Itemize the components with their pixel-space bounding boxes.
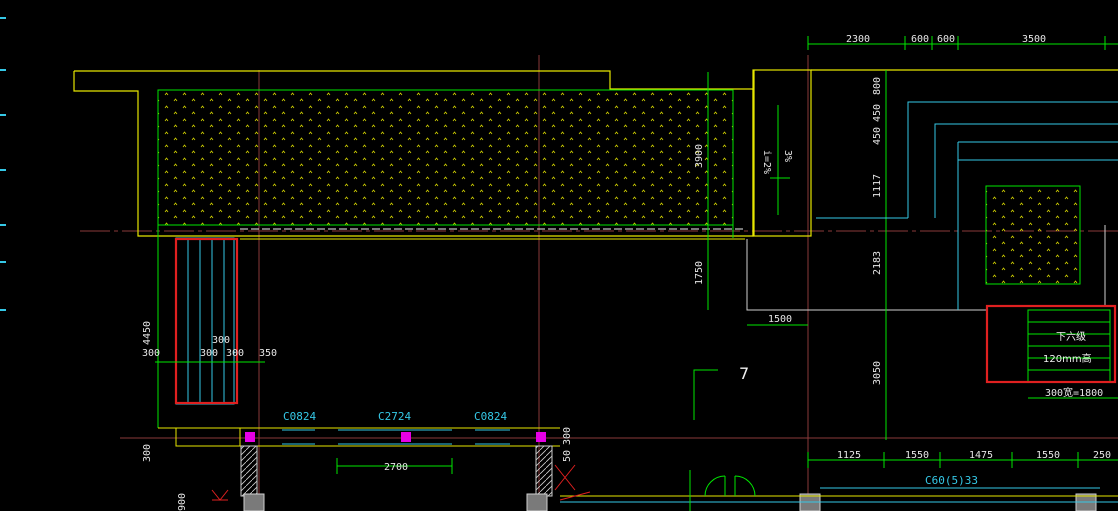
room-number: 7	[739, 364, 749, 383]
window-wall: C0824 C2724 C0824 2700 300 50	[240, 410, 573, 474]
planting-area	[157, 89, 745, 240]
dim-2700: 2700	[384, 462, 408, 473]
stair-tread-label: 300宽=1800	[1045, 386, 1103, 399]
dim-600-b: 600	[937, 34, 955, 45]
window-label-lower-right: C60(5)33	[925, 474, 978, 487]
right-stair: 下六级 120mm高 300宽=1800	[985, 304, 1118, 399]
highlight-box-right	[985, 304, 1117, 384]
window-label-right: C0824	[474, 410, 507, 423]
middle-dims: 3900 1750 1500	[694, 72, 988, 326]
window-label-center: C2724	[378, 410, 411, 423]
dim-1125: 1125	[837, 450, 861, 461]
top-dimension-string: 2300 600 600 3500	[807, 34, 1118, 50]
dim-2183: 2183	[872, 251, 883, 275]
left-stair: 4450 300 300 300 300 350 300 900	[142, 237, 277, 511]
dim-900: 900	[177, 493, 188, 511]
dim-300-top: 300	[212, 335, 230, 346]
slope-label: i=2%	[761, 150, 772, 174]
dim-2300: 2300	[846, 34, 870, 45]
dim-1550-a: 1550	[905, 450, 929, 461]
dim-3900: 3900	[694, 144, 705, 168]
dim-50: 50	[562, 450, 573, 462]
stair-riser-label: 120mm高	[1043, 352, 1092, 365]
dim-450-b: 450	[872, 127, 883, 145]
dim-450-a: 450	[872, 104, 883, 122]
dim-300-c: 300	[226, 348, 244, 359]
door-swing	[689, 369, 756, 511]
dim-300-w: 300	[562, 427, 573, 445]
dim-1550-b: 1550	[1036, 450, 1060, 461]
terrace-outline	[73, 69, 1118, 237]
dim-300-low: 300	[142, 444, 153, 462]
dim-1475: 1475	[969, 450, 993, 461]
dim-300-a: 300	[142, 348, 160, 359]
highlight-box-left	[174, 237, 239, 405]
dim-1117: 1117	[872, 174, 883, 198]
dim-350: 350	[259, 348, 277, 359]
dim-1500: 1500	[768, 314, 792, 325]
dim-250: 250	[1093, 450, 1111, 461]
columns	[211, 445, 1118, 511]
dim-600-a: 600	[911, 34, 929, 45]
left-edge-marks	[0, 17, 6, 311]
stair-down-label: 下六级	[1056, 331, 1086, 343]
right-planter	[816, 101, 1118, 310]
slope-value: 3%	[782, 150, 793, 162]
slope-annotation: i=2% 3%	[761, 105, 793, 215]
dim-3500: 3500	[1022, 34, 1046, 45]
dim-1750: 1750	[694, 261, 705, 285]
right-vertical-dims: 800 450 450 1117 2183 3050	[872, 70, 887, 440]
dim-3050: 3050	[872, 361, 883, 385]
bottom-dimension-string: 1125 1550 1475 1550 250 C60(5)33	[807, 450, 1118, 489]
window-label-left: C0824	[283, 410, 316, 423]
dim-4450: 4450	[142, 321, 153, 345]
dim-300-b: 300	[200, 348, 218, 359]
dim-800: 800	[872, 77, 883, 95]
